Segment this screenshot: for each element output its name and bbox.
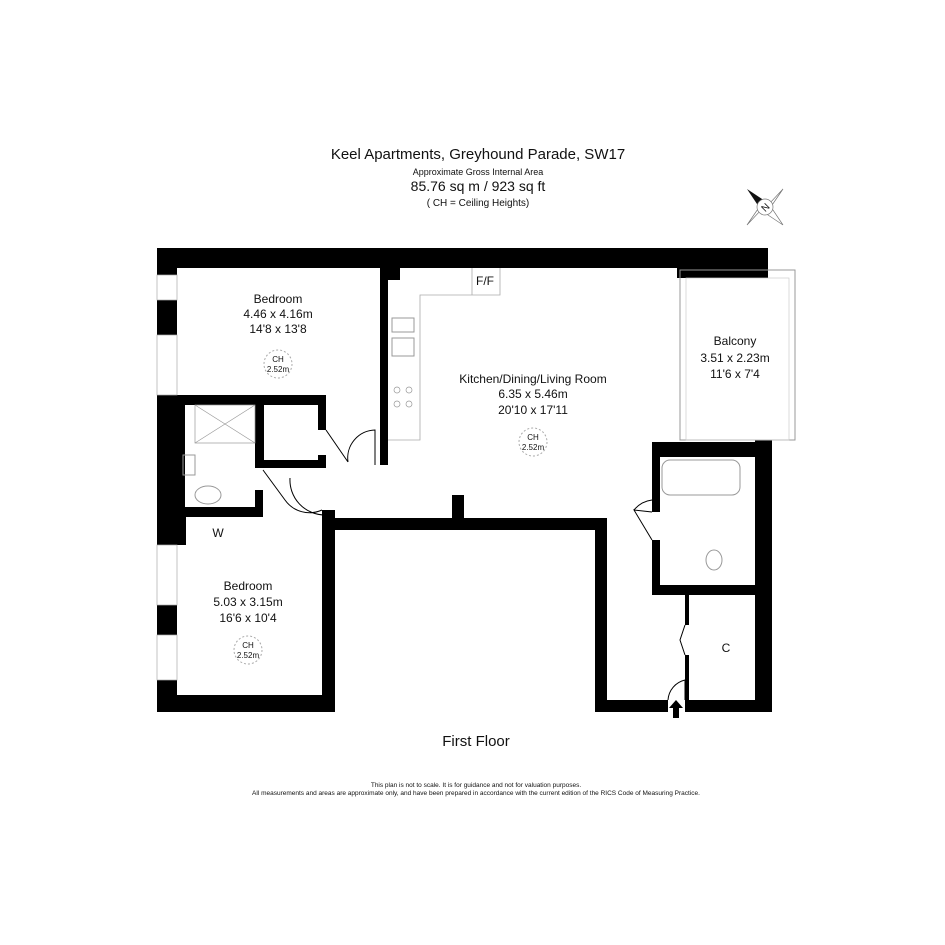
svg-text:2.52m: 2.52m <box>267 365 290 374</box>
svg-text:14'8 x 13'8: 14'8 x 13'8 <box>249 322 307 336</box>
area-value: 85.76 sq m / 923 sq ft <box>410 178 546 194</box>
shower-icon <box>194 404 256 444</box>
disclaimer-line1: This plan is not to scale. It is for gui… <box>370 782 582 789</box>
svg-text:16'6 x 10'4: 16'6 x 10'4 <box>219 611 277 625</box>
balcony-label: Balcony 3.51 x 2.23m 11'6 x 7'4 <box>700 334 769 381</box>
svg-text:CH: CH <box>242 641 254 650</box>
svg-text:11'6 x 7'4: 11'6 x 7'4 <box>710 367 760 381</box>
entrance-arrow-icon <box>669 700 683 718</box>
kitchen-label: Kitchen/Dining/Living Room 6.35 x 5.46m … <box>459 372 606 452</box>
bath-icon <box>661 459 741 496</box>
windows <box>156 274 178 681</box>
svg-text:6.35 x 5.46m: 6.35 x 5.46m <box>498 387 567 401</box>
toilet-icon <box>194 485 222 505</box>
svg-text:Kitchen/Dining/Living Room: Kitchen/Dining/Living Room <box>459 372 606 386</box>
svg-text:2.52m: 2.52m <box>522 443 545 452</box>
disclaimer-line2: All measurements and areas are approxima… <box>252 790 700 797</box>
svg-text:Bedroom: Bedroom <box>224 579 273 593</box>
basin-icon <box>182 454 196 476</box>
svg-text:20'10 x 17'11: 20'10 x 17'11 <box>498 403 568 417</box>
svg-text:3.51 x 2.23m: 3.51 x 2.23m <box>700 351 769 365</box>
doors <box>262 429 686 701</box>
toilet-icon-2 <box>705 549 723 571</box>
svg-text:CH: CH <box>527 433 539 442</box>
svg-text:Balcony: Balcony <box>714 334 757 348</box>
wardrobe-label: W <box>212 526 224 540</box>
svg-text:5.03 x 3.15m: 5.03 x 3.15m <box>213 595 282 609</box>
svg-text:Bedroom: Bedroom <box>254 292 303 306</box>
svg-text:4.46 x 4.16m: 4.46 x 4.16m <box>243 307 312 321</box>
svg-text:CH: CH <box>272 355 284 364</box>
floor-label: First Floor <box>442 733 510 750</box>
area-label: Approximate Gross Internal Area <box>412 167 544 177</box>
bedroom2-label: Bedroom 5.03 x 3.15m 16'6 x 10'4 CH 2.52… <box>213 579 282 660</box>
ch-note: ( CH = Ceiling Heights) <box>426 198 530 209</box>
sink-icon <box>391 317 415 333</box>
cupboard-label: C <box>722 641 731 655</box>
bedroom1-label: Bedroom 4.46 x 4.16m 14'8 x 13'8 CH 2.52… <box>243 292 312 374</box>
svg-text:2.52m: 2.52m <box>237 651 260 660</box>
plan-title: Keel Apartments, Greyhound Parade, SW17 <box>330 146 626 163</box>
kitchen-counter <box>388 268 501 441</box>
compass-icon: N <box>746 188 784 226</box>
hob-icon <box>393 386 413 408</box>
fridge-freezer-label: F/F <box>476 274 494 288</box>
